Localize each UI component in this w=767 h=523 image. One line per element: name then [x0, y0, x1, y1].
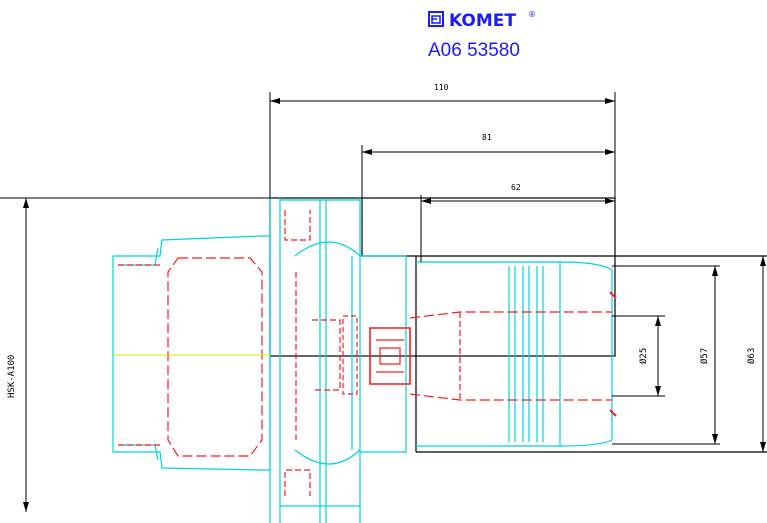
brand-logo: KOMET ® [428, 10, 536, 31]
part-number: A06 53580 [428, 40, 520, 61]
dim-outer-diameter: Ø63 [746, 348, 757, 364]
dim-overall-length: 110 [434, 83, 449, 92]
dim-shank: HSK-A100 [7, 355, 17, 398]
holder-outline [269, 197, 767, 453]
dim-body-diameter: Ø57 [699, 348, 710, 364]
dim-bore-diameter: Ø25 [638, 348, 649, 364]
dimension-lines [0, 92, 766, 512]
dim-b1: 81 [482, 133, 492, 142]
brand-name: KOMET [449, 11, 516, 31]
dim-b2: 62 [511, 183, 521, 192]
komet-logo-icon [428, 11, 444, 27]
tool-insert [118, 210, 617, 496]
brand-registered-mark: ® [528, 10, 536, 19]
holder-contour [112, 198, 613, 523]
